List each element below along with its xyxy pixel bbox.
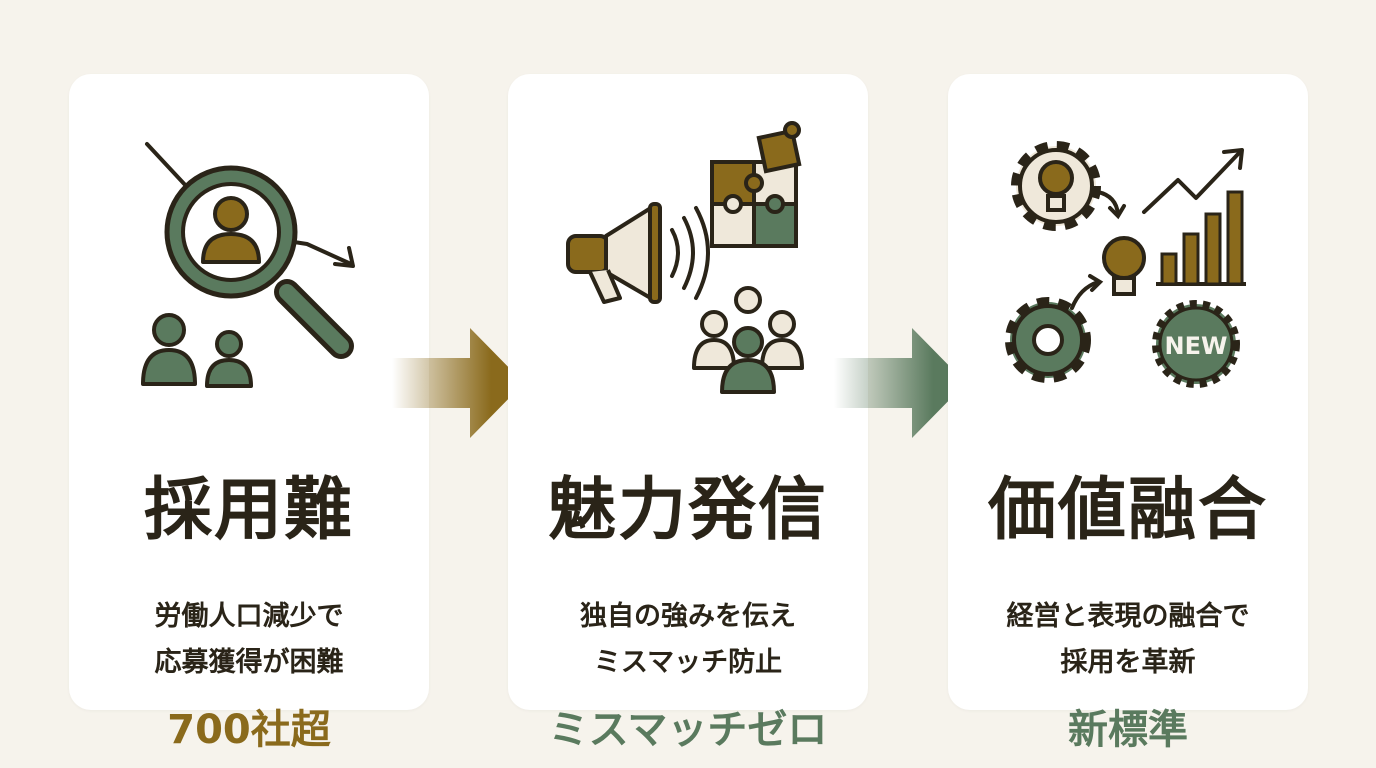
arrow-right-icon xyxy=(834,328,966,438)
new-badge-label: NEW xyxy=(1165,332,1228,360)
step-description: 労働人口減少で 応募獲得が困難 xyxy=(69,594,429,686)
step-highlight: 700社超 xyxy=(167,707,331,753)
step-description-line: 労働人口減少で xyxy=(154,601,344,632)
step-description: 独自の強みを伝え ミスマッチ防止 xyxy=(508,594,868,686)
step-card-attraction-messaging: 魅力発信 独自の強みを伝え ミスマッチ防止 ミスマッチゼロ xyxy=(508,74,868,753)
step-highlight: 新標準 xyxy=(1068,707,1188,753)
step-title: 採用難 xyxy=(143,470,354,550)
step-highlight: ミスマッチゼロ xyxy=(548,707,828,753)
step-card-value-fusion: NEW 価値融合 経営と表現の融合で 採用を革新 新標準 xyxy=(948,74,1308,753)
step-description-line: 経営と表現の融合で xyxy=(1006,601,1250,632)
arrow-right-icon xyxy=(392,328,524,438)
step-description-line: 採用を革新 xyxy=(1060,647,1196,678)
step-description-line: 独自の強みを伝え xyxy=(580,601,796,632)
step-description-line: 応募獲得が困難 xyxy=(154,647,344,678)
step-title: 価値融合 xyxy=(987,470,1268,550)
step-description-line: ミスマッチ防止 xyxy=(593,647,783,678)
gears-bulbs-growth-icon: NEW xyxy=(1005,141,1246,388)
magnifier-people-decline-icon xyxy=(141,142,355,388)
step-title: 魅力発信 xyxy=(547,470,828,550)
step-card-recruiting-difficulty: 採用難 労働人口減少で 応募獲得が困難 700社超 xyxy=(69,74,429,753)
step-description: 経営と表現の融合で 採用を革新 xyxy=(948,594,1308,686)
megaphone-puzzle-team-icon xyxy=(566,121,804,394)
